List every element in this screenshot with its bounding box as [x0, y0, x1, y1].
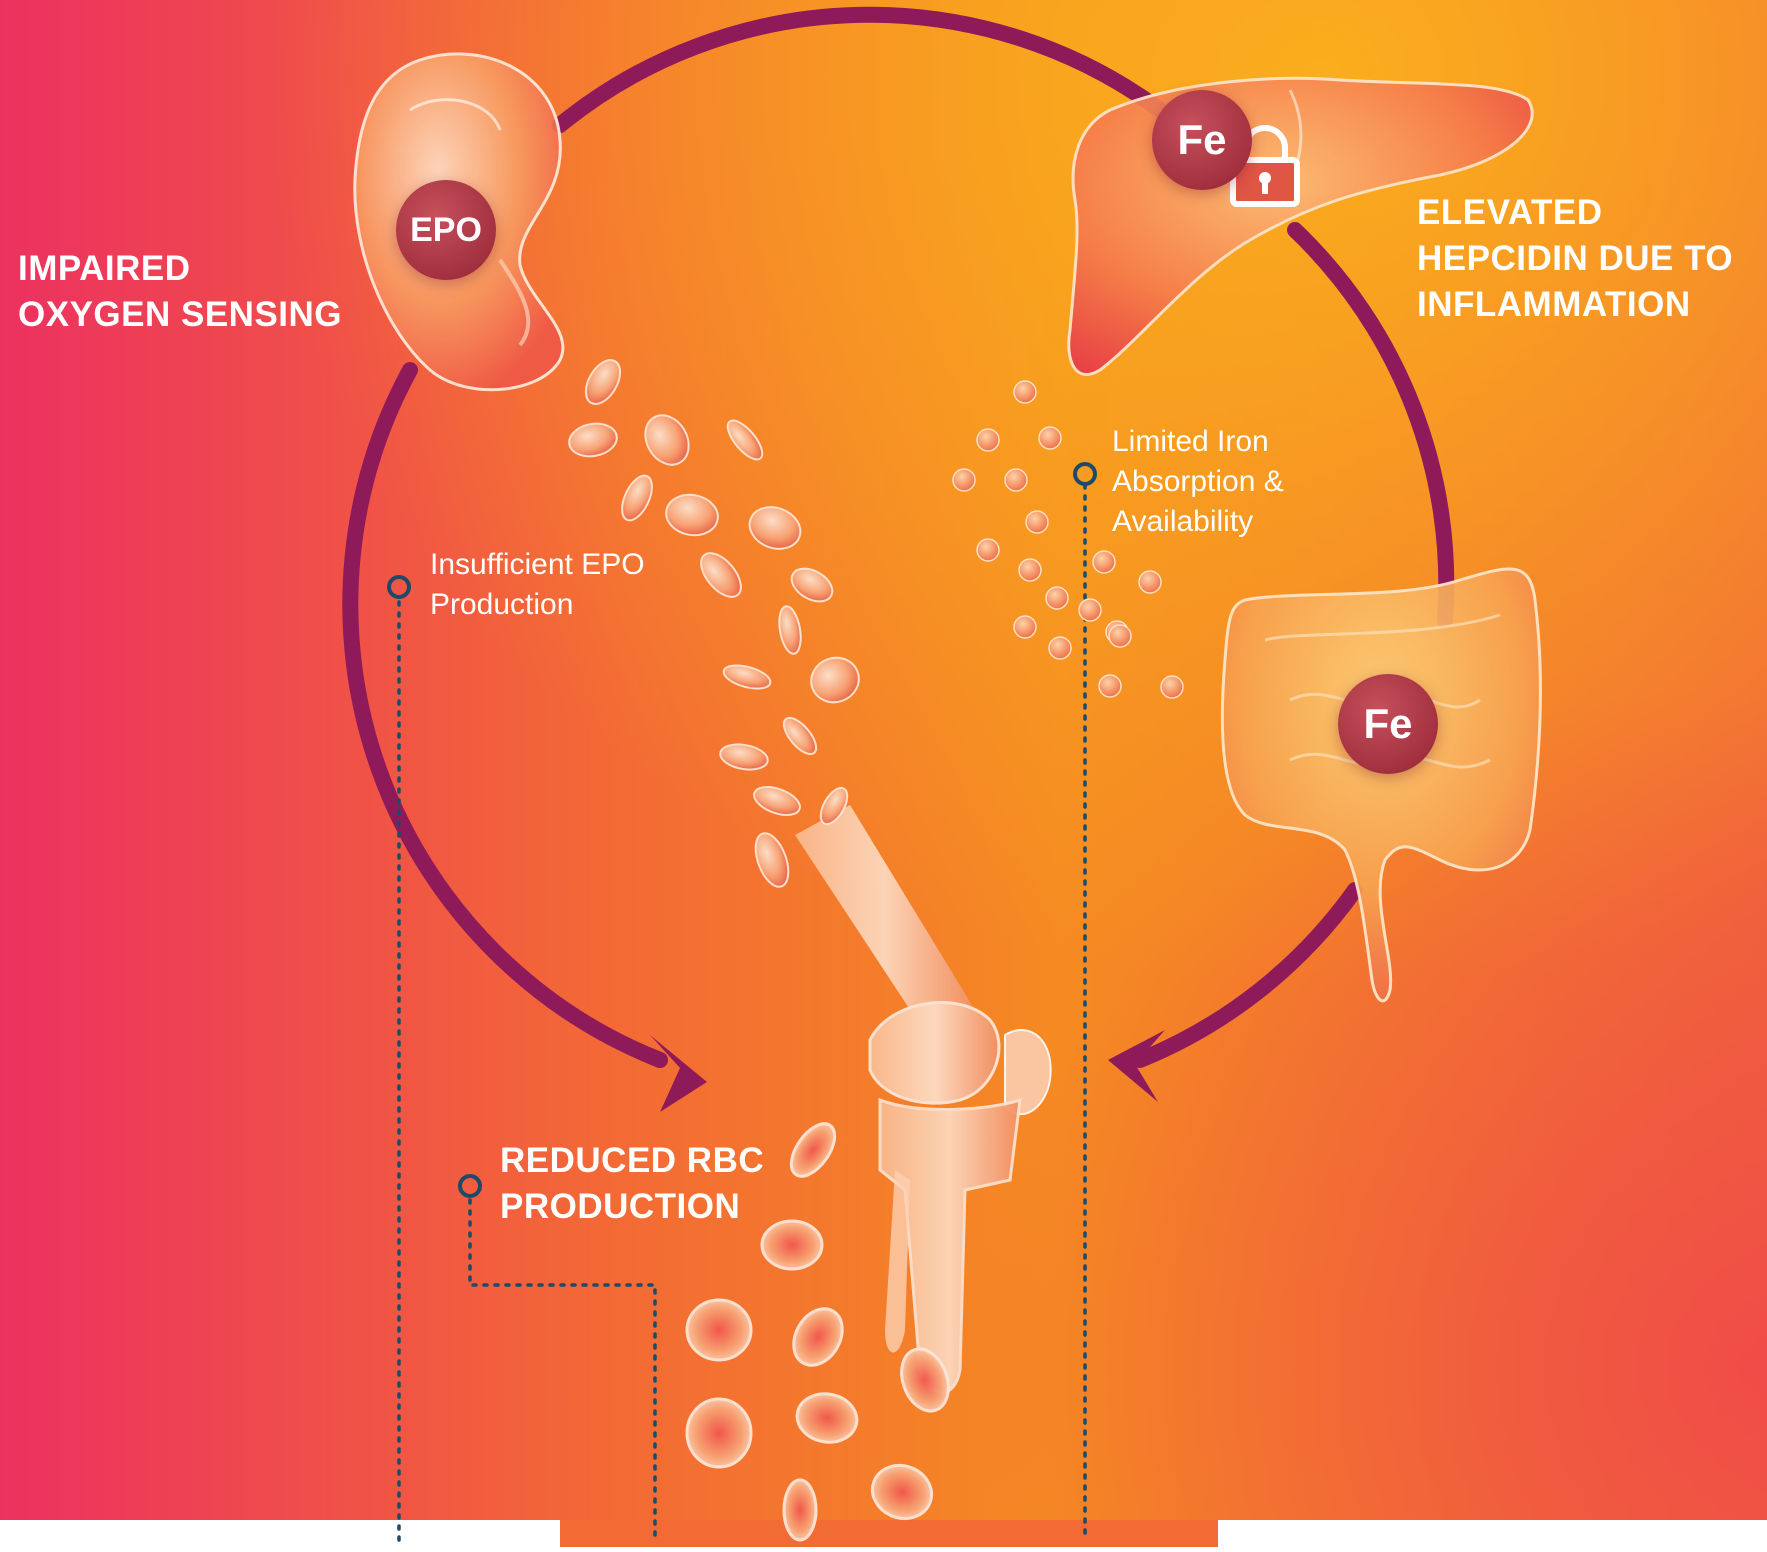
- fe-badge-intestine: Fe: [1338, 674, 1438, 774]
- iron-particle-icon: [1039, 427, 1061, 449]
- iron-particle-icon: [1019, 559, 1041, 581]
- iron-particle-icon: [953, 469, 975, 491]
- iron-particle-icon: [1005, 469, 1027, 491]
- bone-heading: REDUCED RBC PRODUCTION: [500, 1138, 764, 1230]
- iron-caption: Limited Iron Absorption & Availability: [1112, 422, 1284, 542]
- iron-particle-icon: [1099, 675, 1121, 697]
- red-blood-cell-icon: [687, 1300, 751, 1360]
- iron-particle-icon: [1139, 571, 1161, 593]
- iron-particle-icon: [1014, 616, 1036, 638]
- iron-particle-icon: [977, 429, 999, 451]
- iron-particle-icon: [1014, 381, 1036, 403]
- red-blood-cell-icon: [762, 1221, 822, 1269]
- iron-particle-icon: [1093, 551, 1115, 573]
- iron-particle-icon: [977, 539, 999, 561]
- iron-particle-icon: [1046, 587, 1068, 609]
- iron-particle-icon: [1079, 599, 1101, 621]
- kidney-heading: IMPAIRED OXYGEN SENSING: [18, 246, 342, 338]
- iron-particle-icon: [1049, 637, 1071, 659]
- iron-particle-icon: [1026, 511, 1048, 533]
- fe-badge-liver: Fe: [1152, 90, 1252, 190]
- iron-particle-icon: [1161, 676, 1183, 698]
- liver-heading: ELEVATED HEPCIDIN DUE TO INFLAMMATION: [1417, 190, 1733, 328]
- epo-badge: EPO: [396, 180, 496, 280]
- iron-particle-icon: [1109, 625, 1131, 647]
- epo-caption: Insufficient EPO Production: [430, 545, 645, 625]
- red-blood-cell-icon: [687, 1399, 751, 1467]
- red-blood-cell-icon: [784, 1480, 816, 1540]
